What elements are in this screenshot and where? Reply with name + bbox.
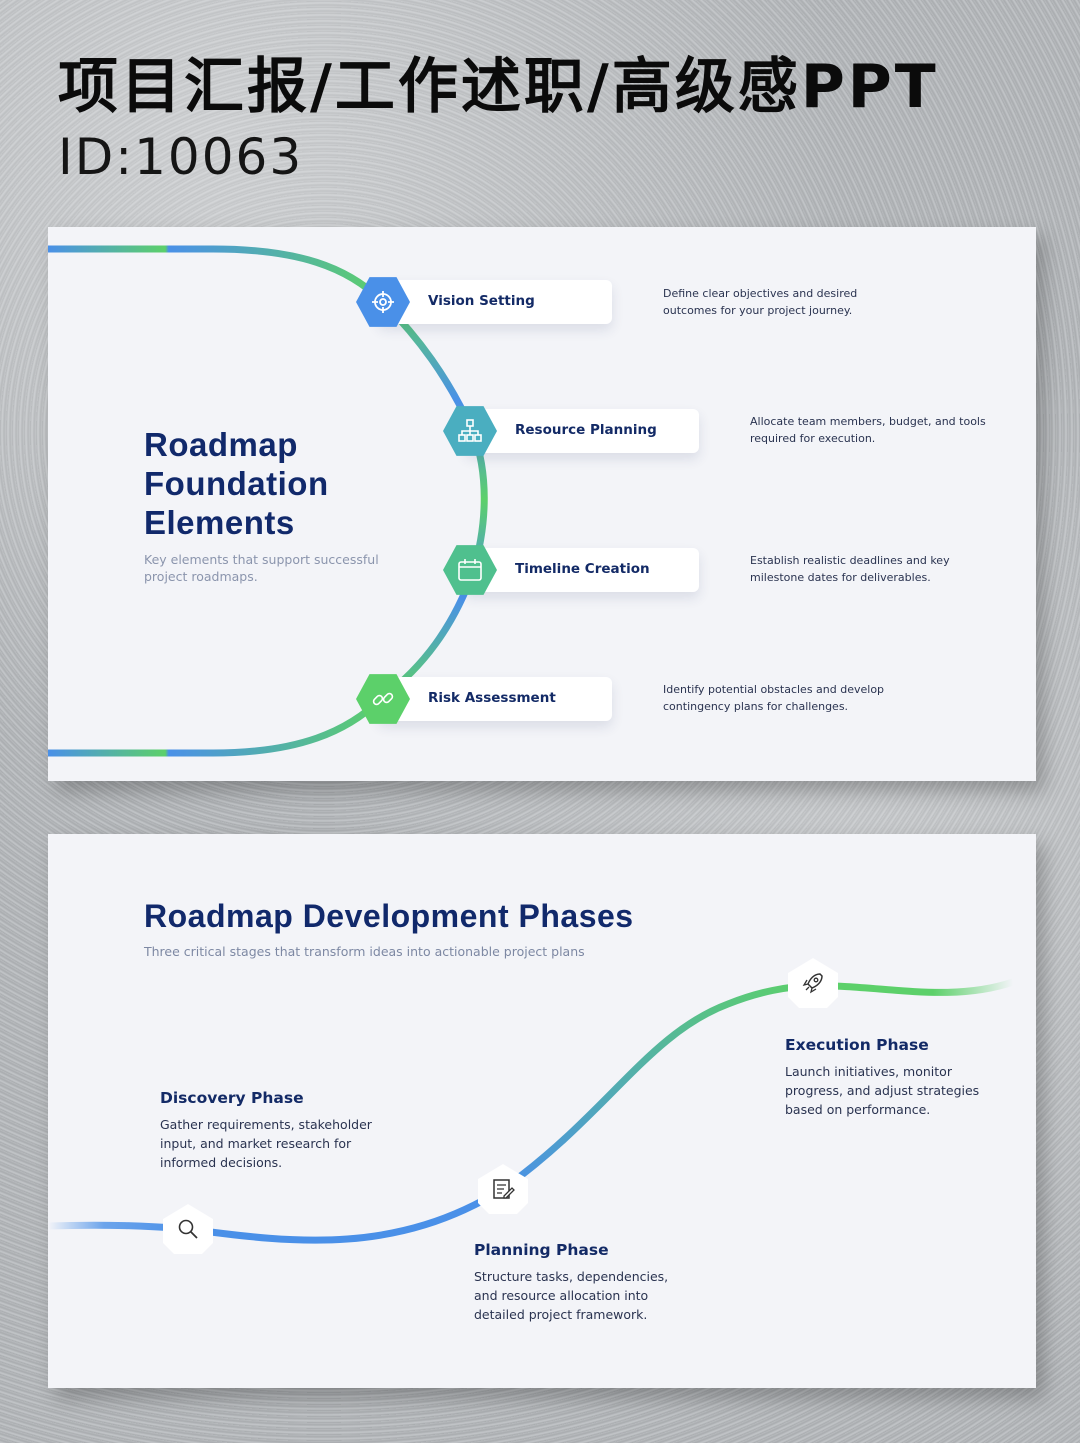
planning-phase-desc: Structure tasks, dependencies, and resou… — [474, 1269, 669, 1322]
risk-assessment-desc: Identify potential obstacles and develop… — [663, 683, 885, 713]
risk-assessment-card: Risk Assessment — [378, 677, 612, 721]
slide-development-phases: Roadmap Development Phases Three critica… — [48, 834, 1036, 1388]
slide1-subtitle: Key elements that support successful pro… — [144, 552, 379, 584]
discovery-phase-title: Discovery Phase — [160, 1089, 304, 1107]
template-id: ID:10063 — [58, 128, 304, 186]
slide2-title: Roadmap Development Phases — [144, 898, 634, 934]
timeline-creation-desc: Establish realistic deadlines and key mi… — [750, 554, 950, 584]
vision-setting-desc: Define clear objectives and desired outc… — [663, 287, 858, 317]
hierarchy-icon — [443, 406, 497, 456]
resource-planning-label: Resource Planning — [515, 422, 657, 438]
resource-planning-card: Resource Planning — [465, 409, 699, 453]
timeline-creation-card: Timeline Creation — [465, 548, 699, 592]
vision-setting-label: Vision Setting — [428, 293, 535, 309]
execution-phase-title: Execution Phase — [785, 1036, 929, 1054]
execution-phase-desc: Launch initiatives, monitor progress, an… — [785, 1064, 980, 1117]
slide2-subtitle: Three critical stages that transform ide… — [144, 944, 585, 959]
planning-phase-title: Planning Phase — [474, 1241, 609, 1259]
calendar-icon — [443, 545, 497, 595]
slide1-title: Roadmap Foundation Elements — [144, 426, 329, 541]
page-title: 项目汇报/工作述职/高级感PPT — [58, 52, 939, 122]
link-icon — [356, 674, 410, 724]
timeline-creation-label: Timeline Creation — [515, 561, 650, 577]
slide-roadmap-foundation: Roadmap Foundation Elements Key elements… — [48, 227, 1036, 781]
vision-setting-card: Vision Setting — [378, 280, 612, 324]
resource-planning-desc: Allocate team members, budget, and tools… — [750, 415, 986, 445]
risk-assessment-label: Risk Assessment — [428, 690, 556, 706]
discovery-phase-desc: Gather requirements, stakeholder input, … — [160, 1117, 372, 1170]
target-icon — [356, 277, 410, 327]
